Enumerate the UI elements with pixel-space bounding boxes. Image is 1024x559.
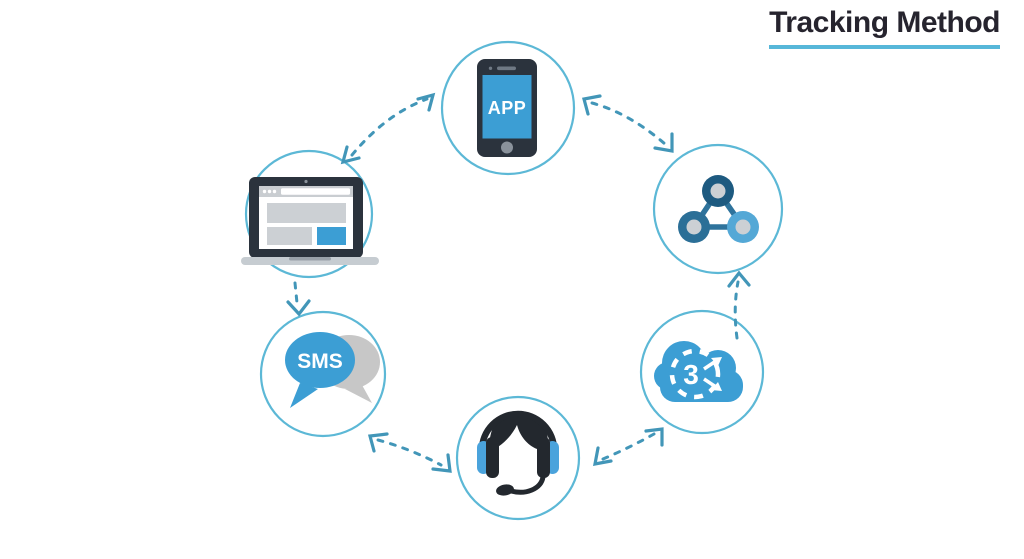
support-agent-headset-icon [477, 410, 559, 496]
cloud-glyph: 3 [683, 359, 699, 390]
node-cloud: 3 [654, 341, 743, 402]
sms-label: SMS [297, 350, 343, 373]
node-support [477, 410, 559, 496]
arrow-sms-support [367, 432, 452, 473]
ring-network [652, 143, 784, 275]
arrows [286, 92, 751, 473]
laptop-notch [289, 257, 331, 261]
app-label: APP [488, 98, 527, 118]
arrow-laptop-app [340, 92, 436, 165]
node-app: APP [477, 59, 537, 157]
share-arrows [703, 357, 722, 391]
hair-shape [489, 411, 550, 471]
arrow-laptop-sms [286, 281, 311, 317]
address-bar [281, 188, 350, 195]
ear-pad-left [486, 437, 499, 478]
smartphone-icon: APP [477, 59, 537, 157]
title-block: Tracking Method [769, 6, 1000, 49]
laptop-base [241, 257, 379, 265]
arrow-app-network [582, 94, 674, 153]
arrow-cloud-network [727, 270, 751, 340]
page-title: Tracking Method [769, 6, 1000, 49]
chat-bubbles-icon: SMS [285, 332, 380, 408]
node-network [678, 175, 759, 243]
page-blue-block [317, 227, 346, 245]
network-nodes-icon [678, 175, 759, 243]
cloud-sync-icon: 3 [654, 341, 743, 402]
arrow-support-cloud [592, 427, 664, 467]
ear-pad-right [537, 437, 550, 478]
page-banner-block [267, 203, 346, 223]
bubble-blue [285, 332, 355, 388]
node-laptop [241, 177, 379, 265]
page-text-block [267, 227, 312, 245]
mic-capsule [496, 484, 514, 496]
webcam-dot [304, 179, 308, 184]
sync-dashed-circle [669, 348, 721, 400]
node-sms: SMS [285, 332, 380, 408]
headband [478, 410, 558, 451]
laptop-browser-icon [241, 177, 379, 265]
mic-boom [510, 476, 546, 495]
